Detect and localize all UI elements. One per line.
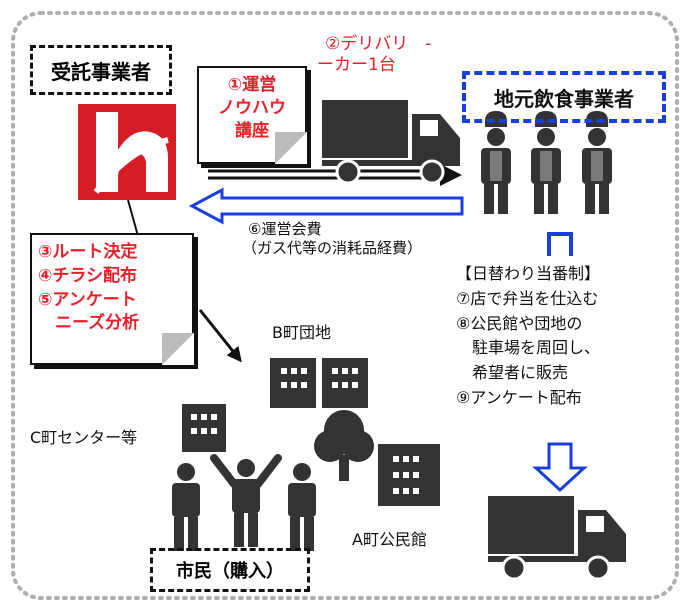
shift-step: ⑨アンケート配布	[456, 387, 582, 407]
citizen-icon	[172, 463, 200, 551]
citizen-cheering-icon	[210, 454, 282, 547]
citizen-icon	[288, 463, 316, 551]
operator-label-text: 地元飲食事業者	[494, 86, 634, 111]
note-fold-corner	[275, 132, 307, 164]
shift-step: ⑦店で弁当を仕込む	[456, 288, 599, 308]
company-logo	[78, 104, 176, 200]
building-b-icon	[270, 358, 368, 408]
shift-step: 希望者に販売	[456, 363, 569, 383]
fee-text: ⑥運営会費 （ガス代等の消耗品経費）	[242, 220, 422, 258]
citizens-label-text: 市民（購入）	[176, 561, 284, 582]
knowhow-note-line: 講座	[235, 120, 269, 141]
shift-connector	[547, 232, 573, 256]
operator-label: 地元飲食事業者	[462, 71, 666, 123]
knowhow-note-line: ①運営	[227, 75, 277, 95]
fee-text-line: （ガス代等の消耗品経費）	[242, 238, 423, 257]
fee-arrow	[188, 187, 464, 225]
shift-schedule: 【日替わり当番制】 ⑦店で弁当を仕込む ⑧公民館や団地の 駐車場を周回し、 希望…	[456, 262, 600, 411]
place-a-label: A町公民館	[352, 530, 427, 549]
place-c-label: C町センター等	[30, 428, 138, 447]
tasks-note: ③ルート決定 ④チラシ配布 ⑤アンケート ニーズ分析	[30, 233, 194, 365]
cook-icon	[531, 111, 561, 214]
note-fold-corner	[162, 333, 194, 365]
down-arrow	[532, 442, 588, 493]
knowhow-note-line: ノウハウ	[218, 97, 286, 118]
cook-icon	[582, 111, 612, 214]
building-a-icon	[378, 444, 440, 506]
contractor-label: 受託事業者	[30, 45, 172, 95]
knowhow-arrow	[208, 164, 462, 186]
shift-step: 駐車場を周回し、	[456, 338, 601, 358]
citizens-label: 市民（購入）	[150, 548, 310, 592]
delivery-text: ②デリバリ - ーカー1台	[317, 34, 432, 77]
tasks-note-line: ⑤アンケート	[38, 289, 137, 310]
delivery-text-line: ーカー1台	[317, 55, 396, 76]
sales-truck-icon	[486, 494, 628, 581]
contractor-label-text: 受託事業者	[51, 59, 151, 84]
shift-title: 【日替わり当番制】	[456, 264, 601, 283]
route-arrow	[198, 309, 242, 363]
tasks-note-line: ③ルート決定	[38, 242, 138, 262]
cook-icon	[481, 111, 511, 214]
shift-step: ⑧公民館や団地の	[456, 313, 583, 333]
delivery-text-line: ②デリバリ -	[325, 34, 432, 54]
tasks-note-line: ニーズ分析	[38, 313, 140, 334]
knowhow-note: ①運営 ノウハウ 講座	[197, 66, 307, 164]
outer-frame	[11, 11, 679, 600]
tree-icon	[314, 410, 374, 481]
tasks-note-line: ④チラシ配布	[38, 265, 138, 286]
logo-note-line	[127, 199, 139, 237]
fee-text-line: ⑥運営会費	[248, 220, 322, 238]
place-b-label: B町団地	[272, 323, 331, 342]
building-c-icon	[182, 404, 226, 452]
